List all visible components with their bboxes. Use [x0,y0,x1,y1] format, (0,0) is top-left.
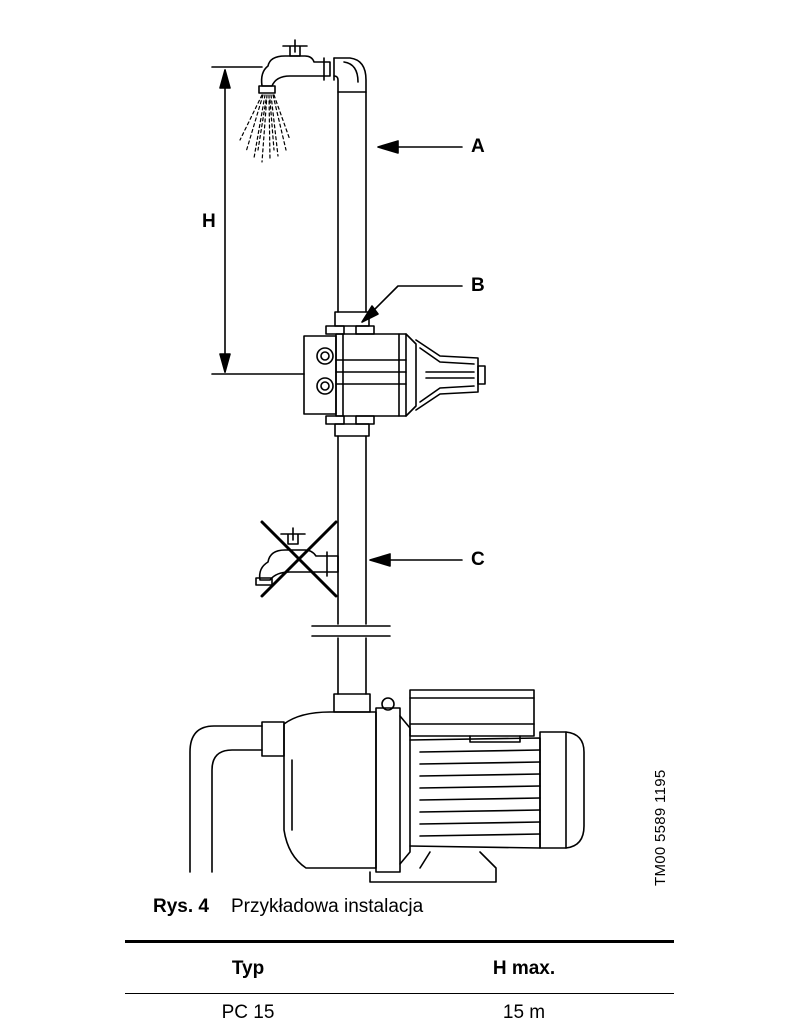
table-cell-type: PC 15 [221,1002,275,1023]
pressure-controller [303,325,486,437]
cross-mark-icon [260,520,338,598]
table-cell-hmax: 15 m [502,1002,546,1023]
figure-number: Rys. 4 [153,896,209,917]
callout-leaders [361,140,463,567]
table-header-typ: Typ [231,958,265,979]
figure-caption: Rys. 4 Przykładowa instalacja [153,896,423,918]
callout-label-b: B [471,275,485,296]
table-top-rule [125,940,674,943]
height-dimension [211,66,305,375]
installation-diagram [189,39,585,883]
pipe-lower [311,435,391,695]
pipe-elbow [333,57,367,93]
table-header-hmax: H max. [492,958,556,979]
callout-label-c: C [471,549,485,570]
outlet-tap [258,39,335,94]
table-header-rule [125,993,674,994]
water-spray [239,94,291,163]
callout-label-a: A [471,136,485,157]
document-code: TM00 5589 1195 [652,769,669,886]
pipe-upper [334,91,370,327]
forbidden-tap [255,527,339,586]
figure-title: Przykładowa instalacja [230,896,424,917]
height-label: H [202,211,216,232]
pump-unit [189,689,585,883]
